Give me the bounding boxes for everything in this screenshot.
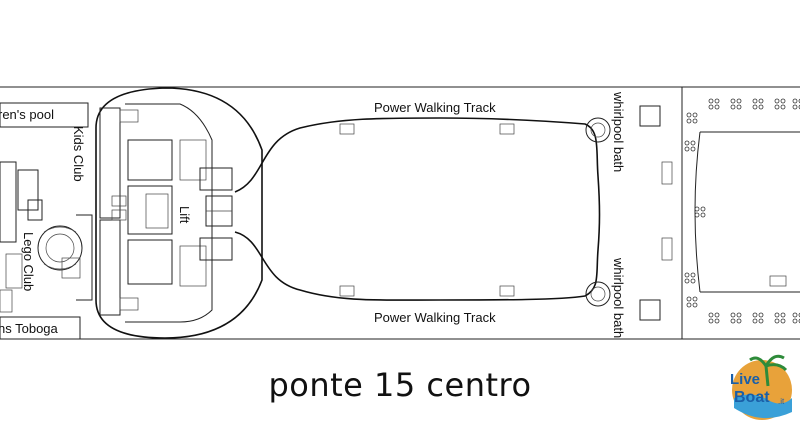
deck-chair bbox=[752, 312, 764, 324]
deck-chair bbox=[730, 98, 742, 110]
deck-chair bbox=[792, 98, 800, 110]
childrens-pool-area: ren's pool bbox=[0, 102, 89, 128]
deck-chair bbox=[686, 112, 698, 124]
whirlpool-top: whirlpool bath bbox=[585, 91, 626, 172]
power-walking-top-label: Power Walking Track bbox=[374, 100, 496, 115]
left-structures bbox=[0, 161, 93, 313]
deck-chair bbox=[730, 312, 742, 324]
whirlpool-bottom: whirlpool bath bbox=[585, 257, 626, 338]
deck-chair bbox=[684, 272, 696, 284]
childrens-pool-label: ren's pool bbox=[0, 107, 54, 122]
lift-label: Lift bbox=[177, 206, 192, 224]
deck-chair bbox=[686, 296, 698, 308]
power-walking-track: Power Walking Track Power Walking Track bbox=[234, 100, 601, 325]
whirlpool-top-label: whirlpool bath bbox=[611, 91, 626, 172]
lego-club-label: Lego Club bbox=[21, 232, 36, 291]
deck-chairs bbox=[684, 98, 800, 324]
deck-chair bbox=[792, 312, 800, 324]
deck-chair bbox=[694, 206, 706, 218]
logo-suffix: .it bbox=[778, 397, 785, 406]
toboga-label: ns Toboga bbox=[0, 321, 59, 336]
deck-chair bbox=[752, 98, 764, 110]
deck-chair bbox=[708, 98, 720, 110]
deck-chair bbox=[774, 98, 786, 110]
logo-line1: Live bbox=[730, 371, 760, 388]
kids-club-label: Kids Club bbox=[71, 126, 86, 182]
palm-icon bbox=[749, 354, 788, 387]
logo-sea bbox=[734, 394, 792, 419]
deck-chair bbox=[774, 312, 786, 324]
deck-caption: ponte 15 centro bbox=[268, 366, 532, 404]
kids-club-module: Kids Club Lego Club Lift bbox=[21, 87, 263, 339]
deck-chair bbox=[684, 140, 696, 152]
deck-chair bbox=[708, 312, 720, 324]
power-walking-bottom-label: Power Walking Track bbox=[374, 310, 496, 325]
toboga-area: ns Toboga bbox=[0, 316, 81, 340]
whirlpool-bottom-label: whirlpool bath bbox=[611, 257, 626, 338]
right-deck-area bbox=[639, 87, 800, 339]
liveboat-logo: Live Boat .it bbox=[730, 354, 792, 420]
logo-line2: Boat bbox=[734, 389, 770, 406]
